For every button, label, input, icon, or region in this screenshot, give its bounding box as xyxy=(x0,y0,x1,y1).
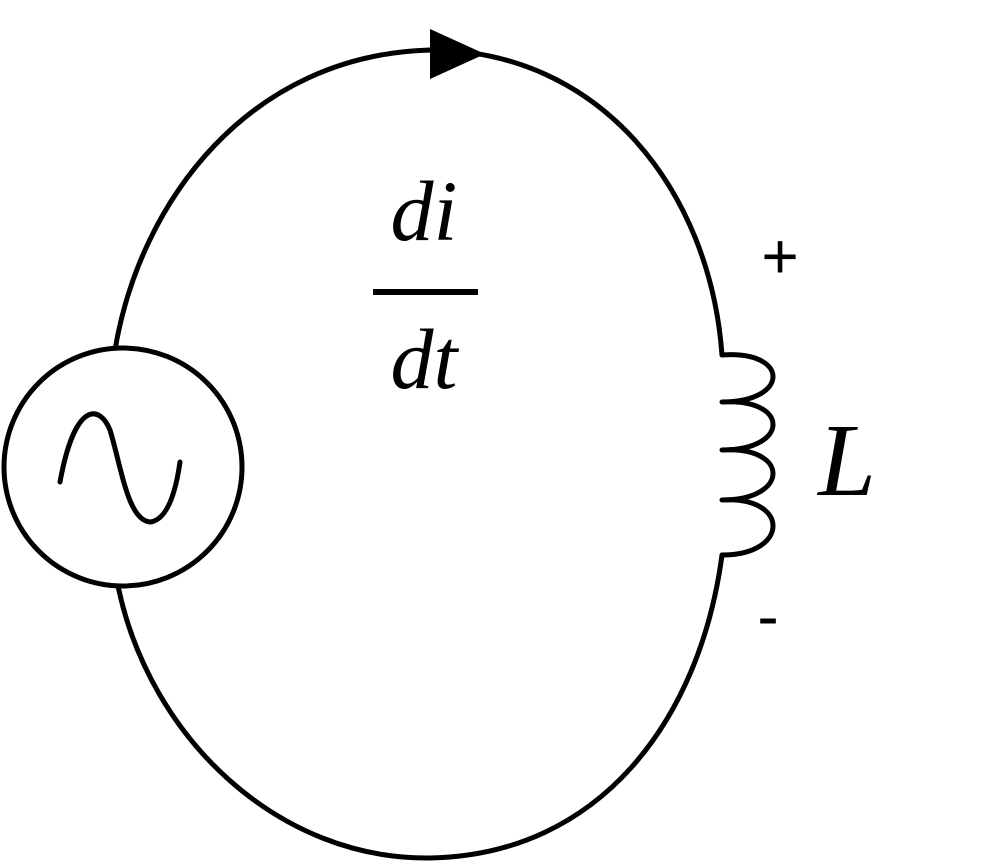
rate-denominator: dt xyxy=(391,311,460,407)
sine-wave-icon xyxy=(57,411,183,525)
inductor-coil-icon xyxy=(719,352,776,558)
fraction-bar xyxy=(373,289,478,295)
minus-sign: - xyxy=(757,580,778,652)
current-arrow-icon xyxy=(430,29,485,79)
rate-numerator: di xyxy=(391,163,458,259)
ac-source-icon xyxy=(1,345,245,589)
plus-sign: + xyxy=(761,220,798,292)
lower-wire xyxy=(115,552,725,861)
inductor-label: L xyxy=(816,403,876,518)
